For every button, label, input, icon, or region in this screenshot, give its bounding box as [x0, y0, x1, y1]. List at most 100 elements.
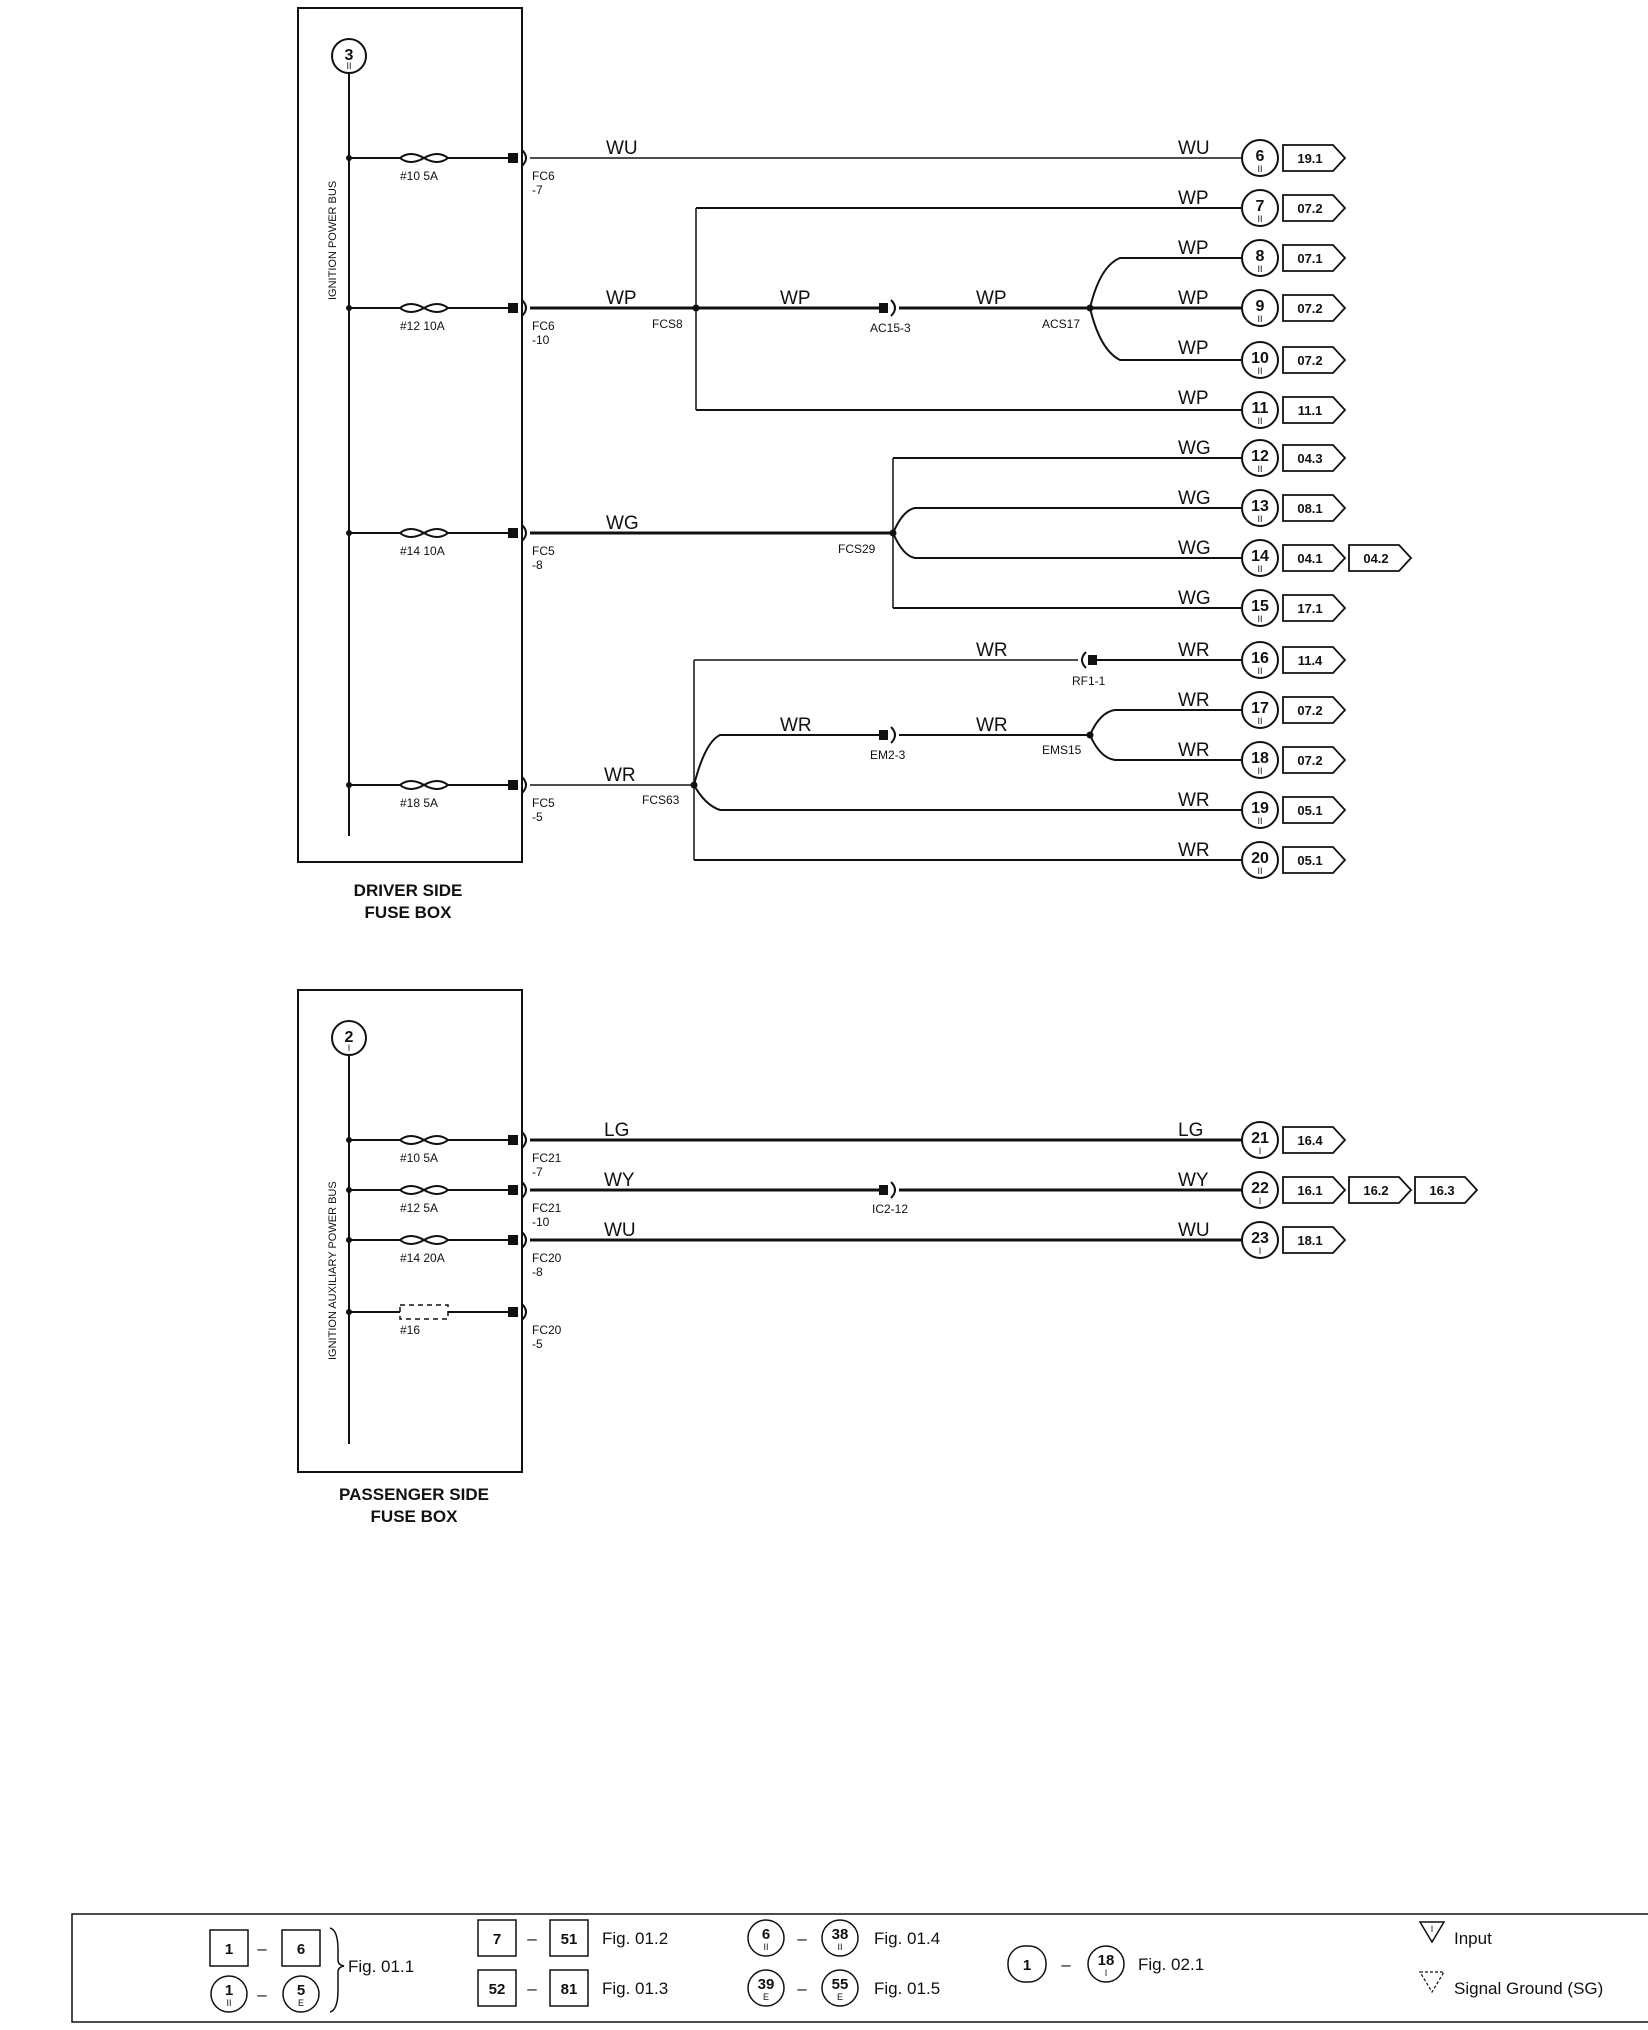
splice-label: FCS63: [642, 793, 680, 807]
passenger-fuse-row-3: #14 20A FC20 -8: [346, 1231, 562, 1279]
legend-fig: Fig. 01.4: [874, 1929, 940, 1948]
legend-fig: Fig. 01.2: [602, 1929, 668, 1948]
driver-connector-id: FC5: [532, 544, 555, 558]
wire-label: WP: [780, 288, 811, 309]
ref-arrow-icon: [1348, 1176, 1413, 1204]
terminal-number: 13: [1251, 498, 1269, 515]
ref-label: 07.2: [1297, 703, 1322, 718]
output-terminals: 6II19.17II07.28II07.19II07.210II07.211II…: [1241, 139, 1479, 1259]
ref-label: 07.2: [1297, 353, 1322, 368]
terminal-sub: II: [1257, 716, 1262, 726]
terminal-sub: I: [1259, 1246, 1262, 1256]
ref-arrow-icon: [1282, 494, 1347, 522]
driver-fuse-row-3: #14 10A FC5 -8: [346, 524, 555, 572]
ref-arrow-icon: [1282, 294, 1347, 322]
passenger-fuse-row-2: #12 5A FC21 -10: [346, 1181, 562, 1229]
passenger-bus-sub: I: [348, 1043, 351, 1053]
ref-label: 04.3: [1297, 451, 1322, 466]
driver-bus-number: 3: [345, 47, 354, 64]
wire-label: WU: [604, 1220, 636, 1241]
legend-circle: 1: [225, 1982, 233, 1999]
terminal-circle: [1241, 139, 1279, 177]
ground-triangle-icon: [1418, 1971, 1446, 1994]
wire-group-wg: FCS29 WG WG WG WG WG: [530, 438, 1242, 609]
legend-circle-sub: II: [226, 1998, 231, 2008]
passenger-connector-pin: -8: [532, 1265, 543, 1279]
driver-fuse-label: #10 5A: [400, 169, 438, 183]
terminal-circle: [1241, 439, 1279, 477]
passenger-fuse-label: #16: [400, 1323, 420, 1337]
connector-label: IC2-12: [872, 1202, 908, 1216]
legend-circle: 6: [762, 1926, 770, 1943]
legend-circle-sub: I: [1105, 1968, 1108, 1978]
terminal-number: 18: [1251, 750, 1269, 767]
terminal-sub: II: [1257, 666, 1262, 676]
connector-label: AC15-3: [870, 321, 911, 335]
driver-connector-pin: -5: [532, 810, 543, 824]
ref-label: 17.1: [1297, 601, 1322, 616]
legend-dash: –: [257, 1939, 267, 1958]
ref-arrow-icon: [1282, 1226, 1347, 1254]
terminal-circle: [1241, 1121, 1279, 1159]
terminal-sub: II: [1257, 366, 1262, 376]
legend-circle: 38: [832, 1926, 849, 1943]
driver-fuse-row-4: #18 5A FC5 -5: [346, 776, 555, 824]
ref-label: 07.1: [1297, 251, 1322, 266]
terminal-sub: II: [1257, 614, 1262, 624]
terminal-circle: [1241, 741, 1279, 779]
connector-label: EM2-3: [870, 748, 906, 762]
driver-connector-id: FC6: [532, 169, 555, 183]
driver-fuse-row-2: #12 10A FC6 -10: [346, 299, 555, 347]
splice-label: FCS29: [838, 542, 876, 556]
terminal-number: 11: [1252, 400, 1269, 417]
driver-connector-pin: -7: [532, 183, 543, 197]
passenger-connector-id: FC20: [532, 1323, 562, 1337]
terminal-circle: [1241, 239, 1279, 277]
wire-label: WU: [606, 138, 638, 159]
legend-dash: –: [527, 1929, 537, 1948]
terminal-circle: [1241, 589, 1279, 627]
legend-fig: Fig. 01.3: [602, 1979, 668, 1998]
legend-box: 51: [561, 1931, 578, 1948]
ref-label: 11.1: [1298, 403, 1323, 418]
wire-label: WR: [1178, 790, 1210, 811]
legend-box: 1: [225, 1941, 233, 1958]
legend-circle-sub: II: [837, 1942, 842, 1952]
terminal-circle: [1241, 391, 1279, 429]
terminal-sub: II: [1257, 866, 1262, 876]
wire-label: WP: [606, 288, 637, 309]
driver-box-title-1: DRIVER SIDE: [354, 881, 463, 900]
ref-label: 19.1: [1297, 151, 1322, 166]
terminal-number: 22: [1251, 1180, 1269, 1197]
terminal-sub: II: [1257, 416, 1262, 426]
driver-fuse-label: #14 10A: [400, 544, 445, 558]
legend-dash: –: [1061, 1955, 1071, 1974]
ref-arrow-icon: [1282, 846, 1347, 874]
wire-label: LG: [604, 1120, 629, 1141]
ref-arrow-icon: [1282, 594, 1347, 622]
passenger-connector-id: FC20: [532, 1251, 562, 1265]
ref-arrow-icon: [1282, 194, 1347, 222]
ref-label: 16.1: [1297, 1183, 1322, 1198]
terminal-circle: [1241, 289, 1279, 327]
wire-label: WR: [1178, 740, 1210, 761]
terminal-number: 8: [1256, 248, 1265, 265]
ref-label: 16.2: [1363, 1183, 1388, 1198]
terminal-number: 14: [1251, 548, 1269, 565]
driver-bus-sub: II: [346, 61, 351, 71]
wire-label: WR: [1178, 840, 1210, 861]
legend-dash: –: [797, 1979, 807, 1998]
driver-connector-id: FC5: [532, 796, 555, 810]
ref-label: 04.1: [1297, 551, 1322, 566]
ref-arrow-icon: [1282, 144, 1347, 172]
legend-fig: Fig. 01.5: [874, 1979, 940, 1998]
legend-box: 52: [489, 1981, 506, 1998]
ref-arrow-icon: [1282, 646, 1347, 674]
